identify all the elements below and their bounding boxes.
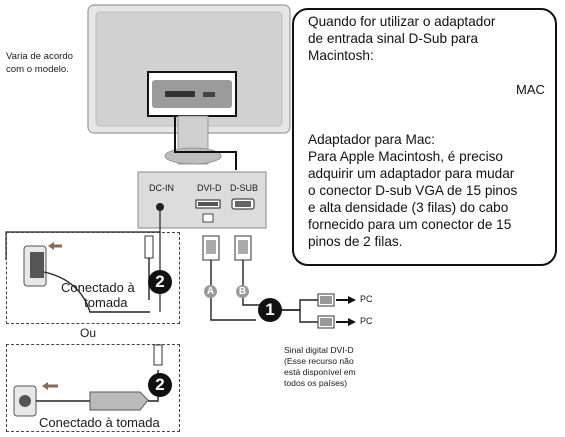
port-label-dc-in: DC-IN bbox=[149, 183, 174, 193]
callout-line: Macintosh: bbox=[308, 48, 374, 63]
mac-adapter-callout: Quando for utilizar o adaptador de entra… bbox=[292, 8, 557, 266]
step-2-badge: 2 bbox=[148, 373, 172, 397]
dc-in-port bbox=[156, 203, 164, 211]
cable-plugs bbox=[202, 235, 268, 321]
callout-line: Adaptador para Mac: bbox=[308, 132, 435, 147]
port-label-d-sub: D-SUB bbox=[230, 183, 259, 193]
callout-line: e alta densidade (3 filas) do cabo bbox=[308, 200, 509, 215]
callout-line: fornecido para um conector de 15 bbox=[308, 217, 512, 232]
mac-label: MAC bbox=[516, 82, 545, 97]
power-option-box-1: Conectado à tomada bbox=[6, 232, 180, 324]
callout-line: adquirir um adaptador para mudar bbox=[308, 166, 515, 181]
dvi-note-line: todos os países) bbox=[284, 378, 348, 388]
dvi-note: Sinal digital DVI-D (Esse recurso não es… bbox=[284, 345, 356, 389]
dvi-note-line: está disponível em bbox=[284, 367, 356, 377]
side-note-line: com o modelo. bbox=[6, 64, 69, 75]
port-label-dvi-d: DVI-D bbox=[197, 183, 222, 193]
cable-a-badge: A bbox=[204, 285, 217, 298]
side-note: Varia de acordo com o modelo. bbox=[6, 50, 73, 76]
pc-cables bbox=[280, 293, 356, 329]
callout-line: Para Apple Macintosh, é preciso bbox=[308, 149, 503, 164]
cable-b-badge: B bbox=[236, 285, 249, 298]
wall-socket-1 bbox=[23, 235, 154, 313]
callout-line: pinos de 2 filas. bbox=[308, 234, 403, 249]
pc-label: PC bbox=[360, 294, 373, 304]
power-option-1-line: Conectado à bbox=[61, 280, 135, 295]
pc-label: PC bbox=[360, 316, 373, 326]
step-2-badge: 2 bbox=[148, 270, 172, 294]
side-note-line: Varia de acordo bbox=[6, 51, 74, 62]
power-option-1-label: Conectado à tomada bbox=[61, 280, 135, 310]
power-option-1-line: tomada bbox=[84, 295, 128, 310]
step-1-badge: 1 bbox=[258, 298, 282, 322]
monitor-back bbox=[87, 4, 291, 134]
callout-line: Quando for utilizar o adaptador bbox=[308, 14, 496, 29]
power-option-2-label: Conectado à tomada bbox=[39, 415, 160, 430]
wall-socket-2 bbox=[13, 344, 163, 417]
callout-line: o conector D-sub VGA de 15 pinos bbox=[308, 183, 518, 198]
or-label: Ou bbox=[80, 326, 97, 340]
panel-connector-line bbox=[174, 116, 237, 170]
power-option-box-2: Conectado à tomada bbox=[6, 344, 180, 432]
port-panel bbox=[137, 171, 267, 229]
callout-line: de entrada sinal D-Sub para bbox=[308, 31, 479, 46]
dvi-note-line: (Esse recurso não bbox=[284, 356, 354, 366]
dvi-note-line: Sinal digital DVI-D bbox=[284, 345, 354, 355]
